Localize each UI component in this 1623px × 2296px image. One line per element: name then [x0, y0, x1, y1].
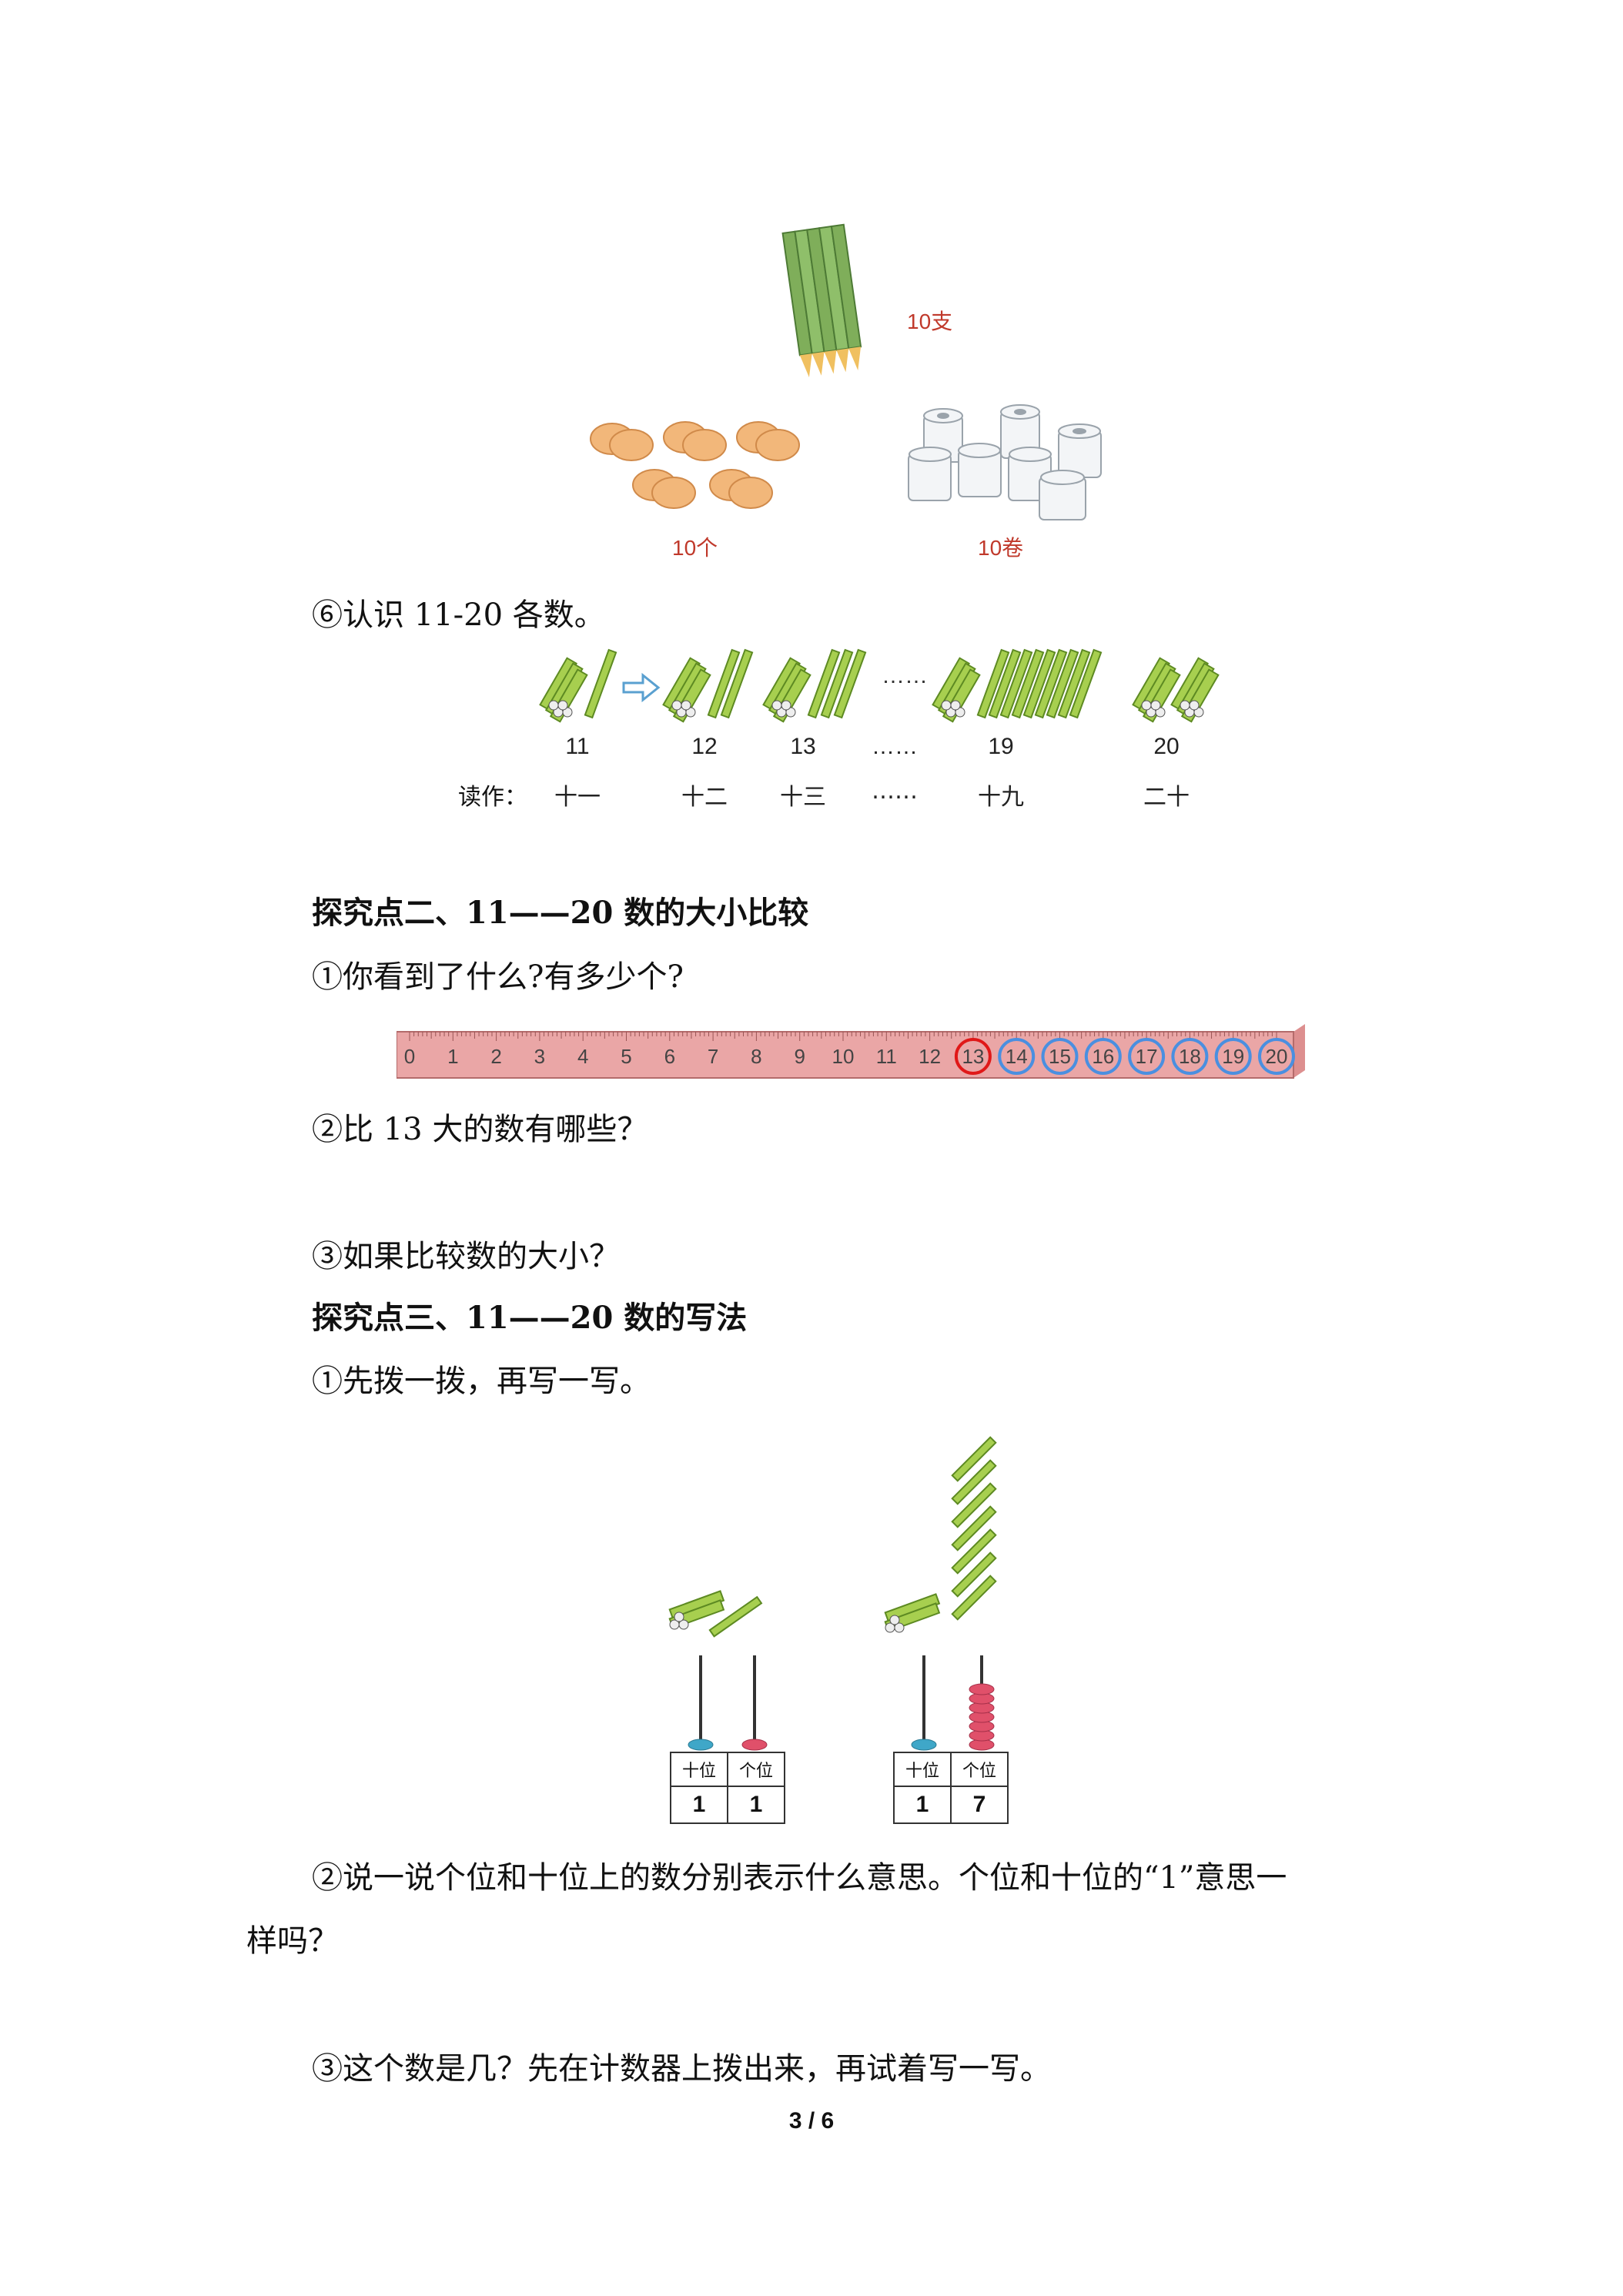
- tissue-rolls-image: [893, 400, 1116, 531]
- section3-question2-line2: 样吗？: [246, 1923, 339, 1959]
- section2-question2: ②比 13 大的数有哪些？: [312, 1112, 648, 1147]
- ruler-red-circle: [954, 1038, 992, 1075]
- reading-13: 十三: [780, 784, 826, 811]
- ruler-number-label: 19: [1222, 1045, 1244, 1068]
- ruler-blue-circle: [998, 1038, 1036, 1075]
- section3-question3: ③这个数是几？先在计数器上拨出来，再试着写一写。: [312, 2051, 1051, 2087]
- eggs-caption: 10个: [672, 536, 718, 560]
- reading-11: 十一: [554, 784, 601, 811]
- ruler-number-label: 10: [832, 1045, 855, 1068]
- ruler-number-label: 2: [490, 1045, 501, 1068]
- item6-text: ⑥认识 11-20 各数。: [312, 597, 605, 633]
- reading-19: 十九: [978, 784, 1024, 811]
- ruler-blue-circle: [1258, 1038, 1295, 1075]
- section3-question2-line1: ②说一说个位和十位上的数分别表示什么意思。个位和十位的“1”意思一: [312, 1860, 1287, 1896]
- reading-20: 二十: [1143, 784, 1190, 811]
- ruler-blue-circle: [1041, 1038, 1079, 1075]
- ones-value: 1: [727, 1786, 785, 1824]
- ones-value: 7: [950, 1786, 1009, 1824]
- counter-a-figure: [662, 1586, 801, 1755]
- svg-text:……: ……: [882, 663, 928, 688]
- counter-b-figure: [878, 1432, 1024, 1755]
- ones-label: 个位: [950, 1752, 1009, 1787]
- page-number: 3 / 6: [788, 2108, 835, 2134]
- reading-ellipsis: ……: [872, 778, 918, 805]
- section3-heading: 探究点三、11——20 数的写法: [312, 1300, 748, 1336]
- tens-label: 十位: [670, 1752, 728, 1787]
- ruler-blue-circle: [1128, 1038, 1166, 1075]
- ruler-number-label: 16: [1092, 1045, 1114, 1068]
- section2-question3: ③如果比较数的大小？: [312, 1239, 620, 1274]
- ruler-number-label: 17: [1136, 1045, 1158, 1068]
- ruler-number-label: 20: [1266, 1045, 1288, 1068]
- ruler-number-label: 5: [621, 1045, 631, 1068]
- arrow-right-icon: [622, 672, 661, 703]
- eggs-image: [585, 408, 816, 524]
- ruler-number-label: 4: [577, 1045, 588, 1068]
- ruler-number-label: 14: [1006, 1045, 1028, 1068]
- ruler-number-label: 18: [1179, 1045, 1201, 1068]
- ruler-number-label: 15: [1049, 1045, 1071, 1068]
- number-11: 11: [565, 734, 590, 759]
- ruler-number-label: 6: [664, 1045, 675, 1068]
- ones-label: 个位: [727, 1752, 785, 1787]
- rolls-caption: 10卷: [978, 536, 1024, 560]
- ruler-blue-circle: [1214, 1038, 1252, 1075]
- ruler-number-label: 1: [447, 1045, 458, 1068]
- number-ellipsis: ……: [872, 734, 918, 759]
- ruler-number-label: 11: [876, 1045, 897, 1068]
- ruler-number-label: 12: [919, 1045, 941, 1068]
- pencil-bundle-image: [778, 223, 885, 385]
- ruler-number-label: 0: [404, 1045, 415, 1068]
- ruler-number-label: 7: [708, 1045, 718, 1068]
- ruler-blue-circle: [1171, 1038, 1209, 1075]
- number-12: 12: [691, 734, 718, 759]
- ruler-number-label: 3: [534, 1045, 545, 1068]
- tens-label: 十位: [893, 1752, 952, 1787]
- ruler-number-label: 8: [751, 1045, 761, 1068]
- reading-12: 十二: [681, 784, 728, 811]
- stick-bundles-figure: ……: [539, 643, 1247, 731]
- section2-heading: 探究点二、11——20 数的大小比较: [312, 895, 809, 931]
- ruler-number-label: 13: [962, 1045, 984, 1068]
- number-19: 19: [988, 734, 1014, 759]
- read-as-label: 读作：: [458, 784, 527, 811]
- pencils-caption: 10支: [907, 310, 953, 333]
- ruler-number-label: 9: [794, 1045, 805, 1068]
- ruler-blue-circle: [1084, 1038, 1122, 1075]
- tens-value: 1: [670, 1786, 728, 1824]
- number-20: 20: [1153, 734, 1180, 759]
- section2-question1: ①你看到了什么?有多少个?: [312, 959, 684, 995]
- number-13: 13: [790, 734, 816, 759]
- section3-question1: ①先拨一拨，再写一写。: [312, 1364, 651, 1399]
- tens-value: 1: [893, 1786, 952, 1824]
